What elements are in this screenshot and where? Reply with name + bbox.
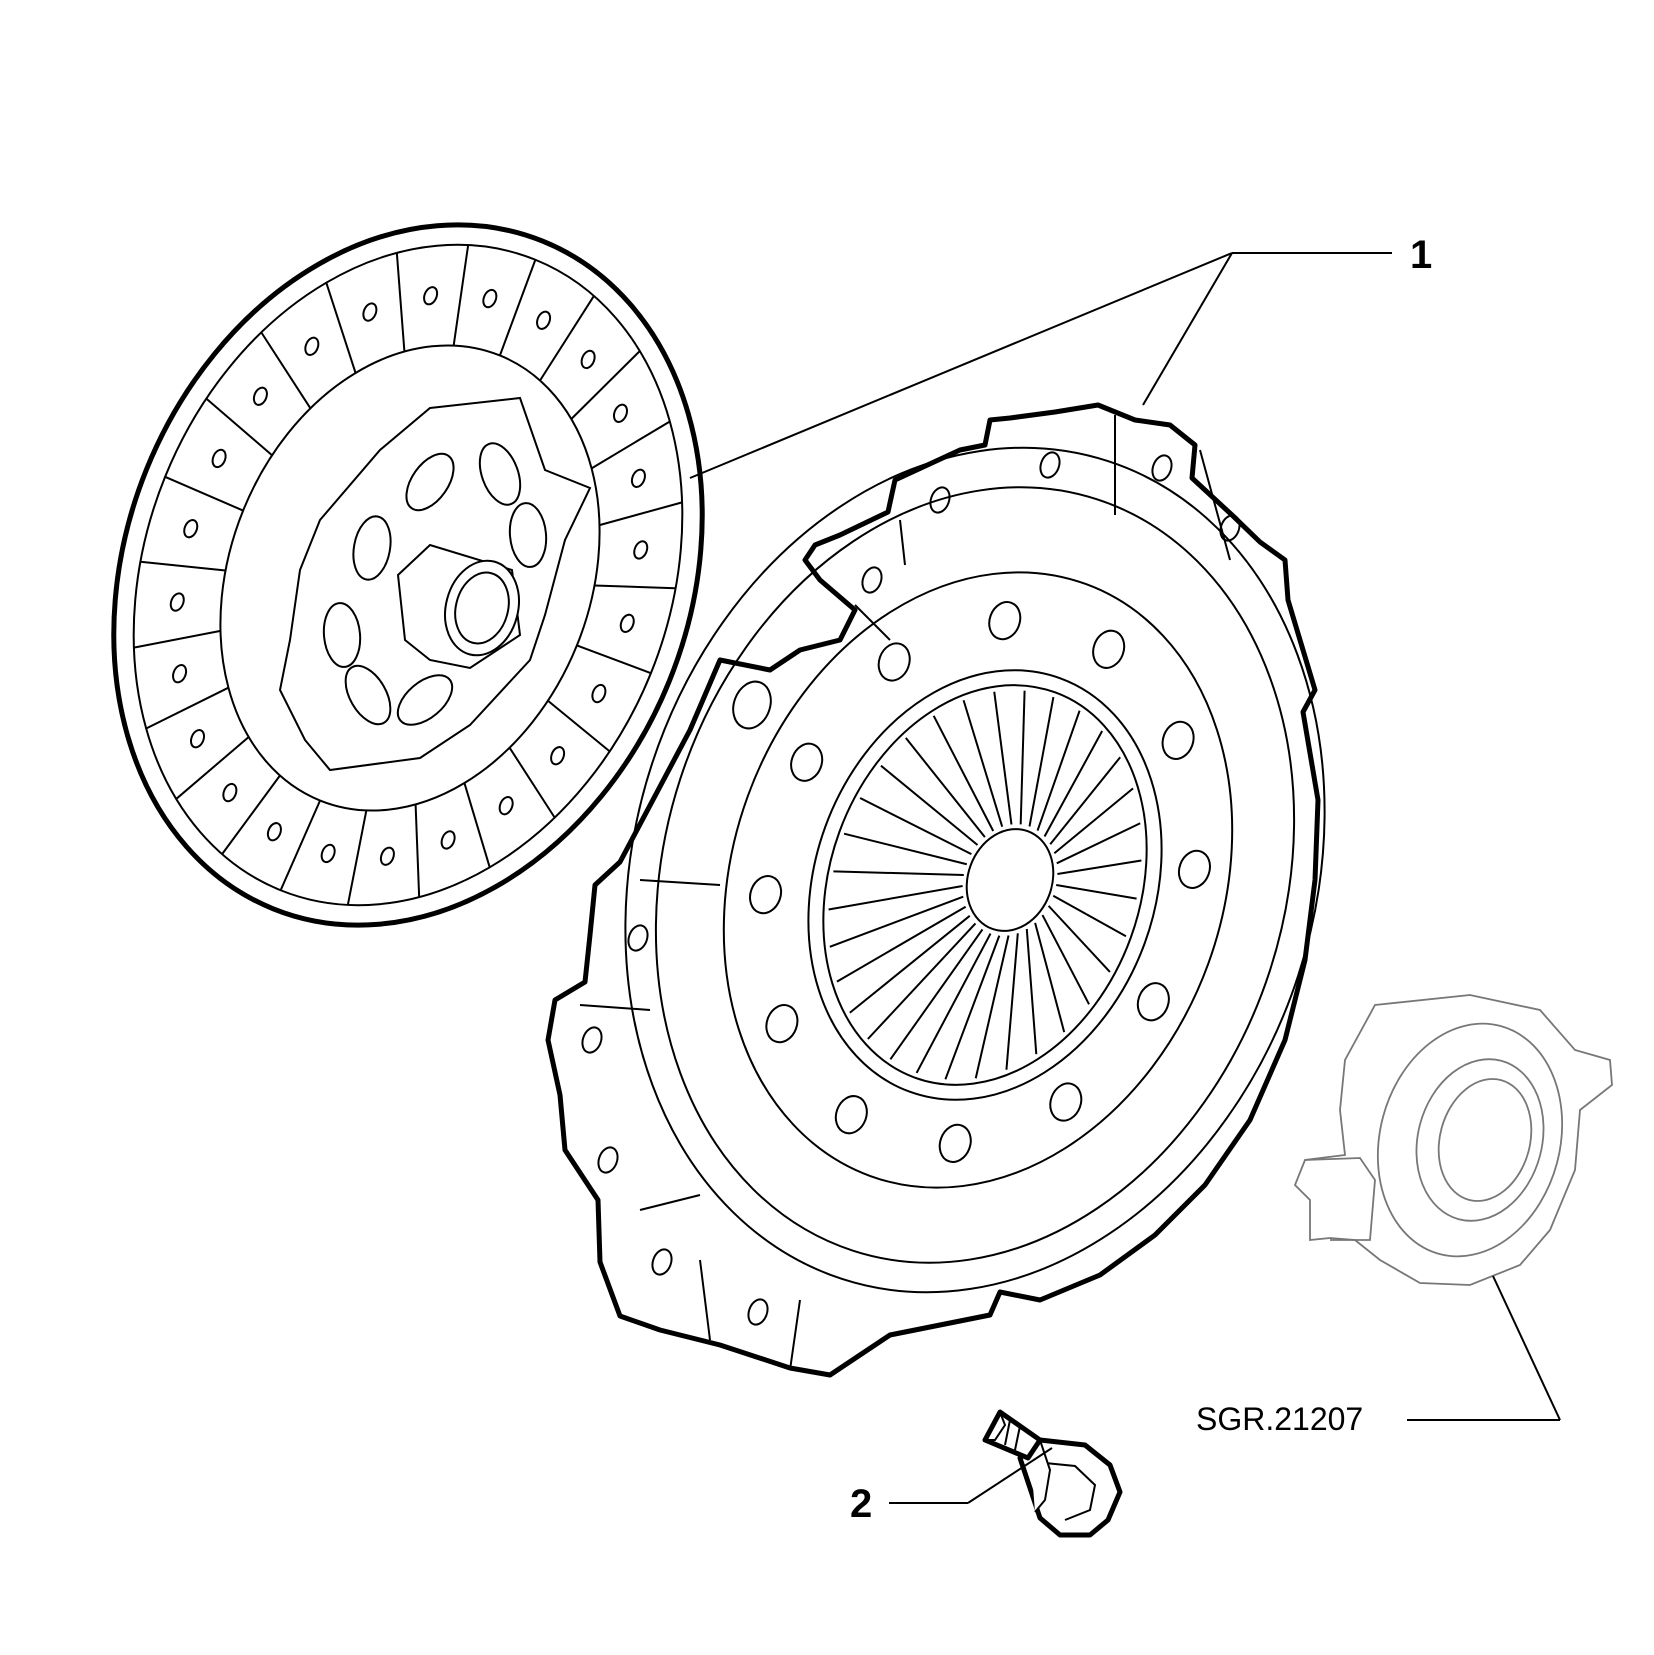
release-bearing-body	[1293, 994, 1613, 1286]
clutch-disc	[111, 222, 705, 928]
clutch-disc-friction-segments	[133, 244, 683, 906]
diaphragm-center	[965, 828, 1055, 932]
release-bearing	[1293, 994, 1613, 1286]
splined-hub	[396, 543, 522, 670]
leader-2-to-bolt	[967, 1447, 1053, 1504]
cover-rib-lines	[579, 415, 1231, 1371]
leader-1-to-disc	[689, 252, 1233, 479]
release-bearing-fork-tab	[1304, 1157, 1376, 1241]
clutch-disc-rivets	[169, 286, 649, 866]
diaphragm-fingers-edge	[822, 684, 1148, 1086]
leader-1-to-plate	[1142, 252, 1233, 406]
pressure-plate-face	[722, 571, 1234, 1189]
drive-strap-pin	[732, 680, 772, 730]
release-bearing-bore	[1415, 1058, 1545, 1222]
release-bearing-splines	[1437, 1078, 1533, 1202]
cover-outer-ring	[624, 446, 1326, 1294]
pressure-plate-rivets	[749, 601, 1211, 1163]
bolt	[982, 1409, 1123, 1538]
pressure-plate	[545, 402, 1326, 1378]
callout-1: 1	[1410, 233, 1432, 277]
release-bearing-race	[1376, 1022, 1564, 1258]
diaphragm-outer	[807, 669, 1163, 1101]
callout-bearing-ref: SGR.21207	[1196, 1401, 1363, 1437]
bolt-shank	[982, 1409, 1043, 1461]
pressure-plate-cover-outline	[545, 402, 1321, 1378]
leader-ref-to-bearing	[1492, 1275, 1561, 1421]
callout-2: 2	[850, 1482, 872, 1526]
cover-mounting-holes	[581, 451, 1241, 1326]
leader-lines	[689, 252, 1561, 1504]
hub-spline-bore	[444, 559, 520, 657]
cover-rim	[654, 486, 1296, 1264]
diaphragm-spring-fingers	[828, 690, 1142, 1080]
damper-springs	[322, 442, 548, 726]
